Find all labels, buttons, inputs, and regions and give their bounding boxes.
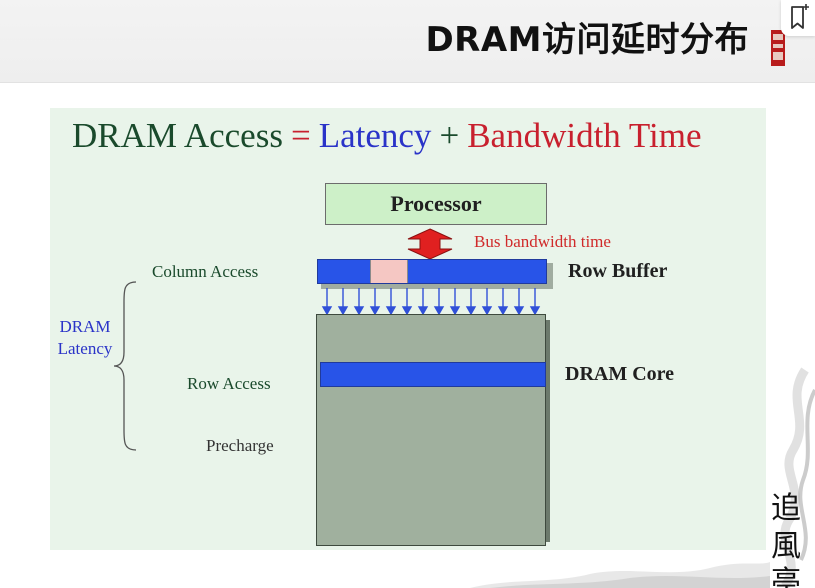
processor-box: Processor [325, 183, 547, 225]
processor-label: Processor [390, 191, 482, 216]
dram-latency-line-1: DRAM [59, 317, 111, 336]
svg-text:亭: 亭 [771, 565, 801, 588]
dram-core-block [316, 314, 546, 546]
ink-calligraphy-decoration: 追 風 亭 [771, 367, 815, 588]
ink-wash-decoration [470, 562, 770, 588]
equation-equals-sign: = [290, 116, 311, 155]
dram-latency-line-2: Latency [57, 339, 113, 358]
precharge-label: Precharge [206, 436, 274, 455]
bookmark-add-icon [791, 4, 809, 29]
svg-text:風: 風 [771, 529, 801, 564]
dram-latency-label: DRAM Latency [50, 316, 120, 360]
slide-title: DRAM访问延时分布 [425, 20, 749, 60]
equation-bandwidth-term: Bandwidth Time [467, 116, 702, 155]
latency-brace [113, 281, 137, 451]
equation-latency-term: Latency [318, 116, 432, 155]
access-equation: DRAM Access=Latency+Bandwidth Time [72, 116, 702, 156]
bus-double-arrow-icon [407, 228, 453, 260]
bus-bandwidth-label: Bus bandwidth time [474, 232, 611, 251]
equation-access-term: DRAM Access [72, 116, 283, 155]
red-seal-icon [771, 30, 785, 66]
dram-core-active-row [320, 362, 546, 387]
svg-text:追: 追 [771, 491, 801, 526]
row-access-label: Row Access [187, 374, 271, 393]
bookmark-button[interactable] [781, 0, 815, 36]
row-buffer-label: Row Buffer [568, 260, 668, 282]
dram-core-label: DRAM Core [565, 363, 675, 385]
row-buffer-bar [317, 259, 547, 284]
header-band: DRAM访问延时分布 [0, 0, 815, 83]
diagram-panel: DRAM Access=Latency+Bandwidth Time Proce… [50, 108, 766, 550]
row-buffer-selected-cell [370, 260, 408, 283]
equation-plus-sign: + [439, 116, 460, 155]
column-access-label: Column Access [152, 262, 259, 281]
sense-arrows [321, 288, 541, 316]
